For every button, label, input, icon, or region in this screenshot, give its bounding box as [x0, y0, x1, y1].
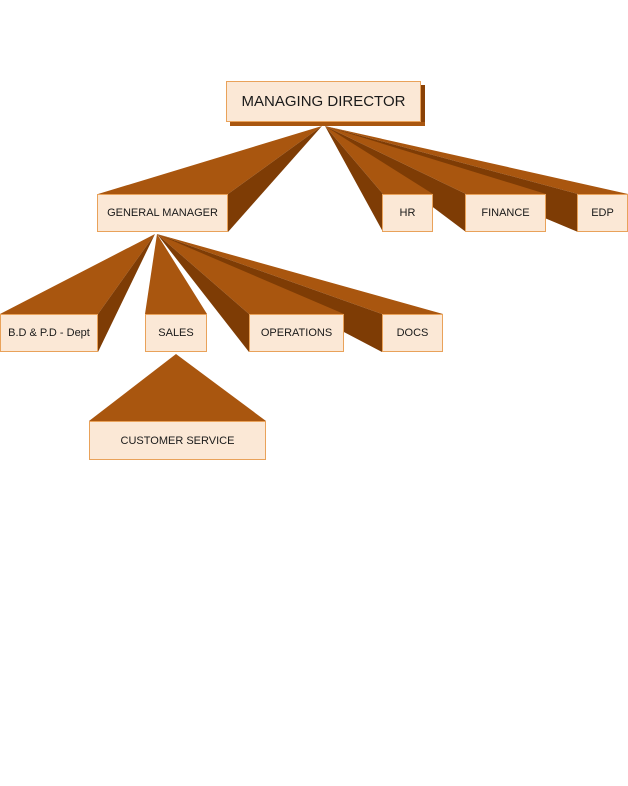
connector-md-hr-side — [325, 126, 383, 232]
connector-gm-operations-side — [157, 234, 249, 352]
node-label: B.D & P.D - Dept — [8, 327, 90, 339]
box-depth — [421, 85, 425, 126]
connector-gm-docs — [157, 234, 443, 314]
node-bd-pd-dept: B.D & P.D - Dept — [0, 314, 98, 352]
node-edp: EDP — [577, 194, 628, 232]
node-label: GENERAL MANAGER — [107, 207, 218, 219]
node-hr: HR — [382, 194, 433, 232]
node-label: SALES — [158, 327, 194, 339]
node-label: FINANCE — [481, 207, 530, 219]
node-label: OPERATIONS — [260, 327, 333, 339]
box-depth — [230, 122, 425, 126]
node-label: EDP — [591, 207, 614, 219]
node-finance: FINANCE — [465, 194, 546, 232]
node-sales: SALES — [145, 314, 207, 352]
connector-gm-sales — [145, 234, 207, 314]
connector-gm-operations — [157, 234, 344, 314]
node-label: HR — [399, 207, 416, 219]
connector-md-hr — [325, 126, 433, 194]
connector-md-general-manager-side — [228, 126, 322, 232]
connector-gm-bdpd-side — [98, 234, 155, 352]
node-docs: DOCS — [382, 314, 443, 352]
node-label: CUSTOMER SERVICE — [120, 434, 235, 447]
node-general-manager: GENERAL MANAGER — [97, 194, 228, 232]
node-customer-service: CUSTOMER SERVICE — [89, 421, 266, 460]
connector-sales-customer-service — [89, 354, 266, 421]
node-operations: OPERATIONS — [249, 314, 344, 352]
connector-gm-bdpd — [0, 234, 155, 314]
node-managing-director: MANAGING DIRECTOR — [226, 81, 421, 122]
node-label: DOCS — [396, 327, 429, 339]
connector-md-edp — [325, 126, 628, 194]
connector-md-general-manager — [98, 126, 322, 194]
node-label: MANAGING DIRECTOR — [241, 93, 406, 110]
connector-md-finance — [325, 126, 546, 194]
